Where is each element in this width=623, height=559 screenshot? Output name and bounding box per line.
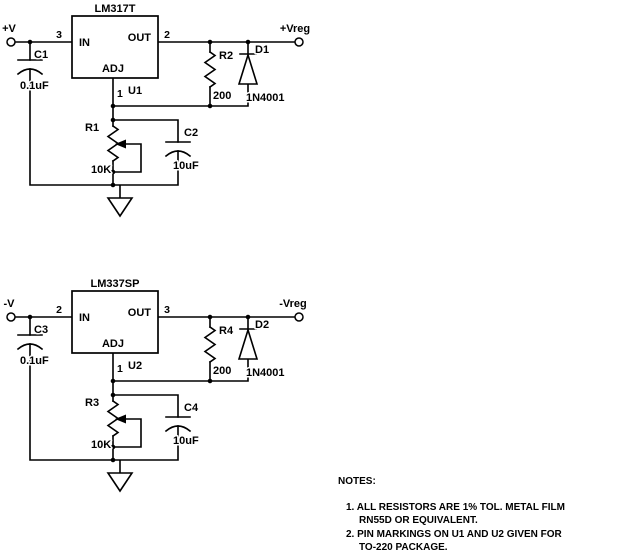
regulator-ic-body: [71, 290, 159, 354]
positive-regulator-circuit: LM317T IN OUT ADJ 3 2 1 U1 +V +Vreg C1 0…: [1, 2, 312, 218]
input-terminal: [6, 312, 16, 322]
notes-block: NOTES: 1. ALL RESISTORS ARE 1% TOL. META…: [337, 475, 567, 555]
output-res-ref: R2: [219, 50, 233, 62]
diode-ref: D2: [255, 319, 269, 331]
input-terminal-label: -V: [4, 298, 16, 310]
adj-cap-curved-plate: [164, 425, 192, 433]
adj-cap-curved-plate: [164, 150, 192, 158]
wires: [14, 41, 296, 199]
input-terminal: [6, 37, 16, 47]
output-terminal: [294, 312, 304, 322]
input-cap-ref: C3: [34, 324, 48, 336]
output-res-value: 200: [213, 365, 231, 377]
ic-in-label: IN: [79, 312, 90, 324]
ic-title: LM337SP: [91, 278, 140, 290]
diode-symbol: [237, 52, 259, 85]
pin-adj-number: 1: [117, 363, 123, 375]
notes-line: RN55D OR EQUIVALENT.: [359, 515, 478, 526]
notes-title: NOTES:: [338, 476, 376, 487]
input-cap-value: 0.1uF: [20, 355, 49, 367]
adj-cap-ref: C4: [184, 402, 199, 414]
ic-out-label: OUT: [128, 307, 152, 319]
adj-cap-value: 10uF: [173, 435, 199, 447]
ic-refdes: U1: [128, 85, 142, 97]
input-terminal-label: +V: [2, 23, 16, 35]
resistor-zigzag: [203, 50, 217, 89]
diode-value: 1N4001: [246, 367, 285, 379]
junction-dots: [27, 314, 251, 463]
wires: [14, 316, 296, 474]
output-terminal: [294, 37, 304, 47]
output-terminal-label: -Vreg: [279, 298, 307, 310]
ic-out-label: OUT: [128, 32, 152, 44]
resistor-zigzag: [203, 325, 217, 364]
output-res-ref: R4: [219, 325, 234, 337]
pin-out-number: 2: [164, 29, 170, 41]
pot-ref: R3: [85, 397, 99, 409]
pot-ref: R1: [85, 122, 99, 134]
ic-title: LM317T: [95, 3, 136, 15]
pot-value: 10K: [91, 164, 111, 176]
input-cap-ref: C1: [34, 49, 48, 61]
pin-in-number: 2: [56, 304, 62, 316]
output-res-value: 200: [213, 90, 231, 102]
pin-adj-number: 1: [117, 88, 123, 100]
notes-line: 2. PIN MARKINGS ON U1 AND U2 GIVEN FOR: [346, 529, 563, 540]
input-cap-value: 0.1uF: [20, 80, 49, 92]
ic-adj-label: ADJ: [102, 63, 124, 75]
pin-out-number: 3: [164, 304, 170, 316]
output-terminal-label: +Vreg: [280, 23, 310, 35]
ic-refdes: U2: [128, 360, 142, 372]
notes-line: TO-220 PACKAGE.: [359, 542, 448, 553]
ic-in-label: IN: [79, 37, 90, 49]
adj-cap-ref: C2: [184, 127, 198, 139]
regulator-ic-body: [71, 15, 159, 79]
diode-ref: D1: [255, 44, 269, 56]
input-cap-curved-plate: [16, 343, 44, 351]
ic-adj-label: ADJ: [102, 338, 124, 350]
ground-symbol: [106, 197, 134, 218]
notes-line: 1. ALL RESISTORS ARE 1% TOL. METAL FILM: [346, 502, 565, 513]
pot-wiper-arrow: [115, 414, 126, 424]
input-cap-curved-plate: [16, 68, 44, 76]
pot-value: 10K: [91, 439, 111, 451]
adj-cap-value: 10uF: [173, 160, 199, 172]
pin-in-number: 3: [56, 29, 62, 41]
junction-dots: [27, 39, 251, 188]
diode-symbol: [237, 327, 259, 360]
negative-regulator-circuit: LM337SP IN OUT ADJ 2 3 1 U2 -V -Vreg C3 …: [2, 277, 308, 493]
diode-value: 1N4001: [246, 92, 285, 104]
ground-symbol: [106, 472, 134, 493]
pot-wiper-arrow: [115, 139, 126, 149]
